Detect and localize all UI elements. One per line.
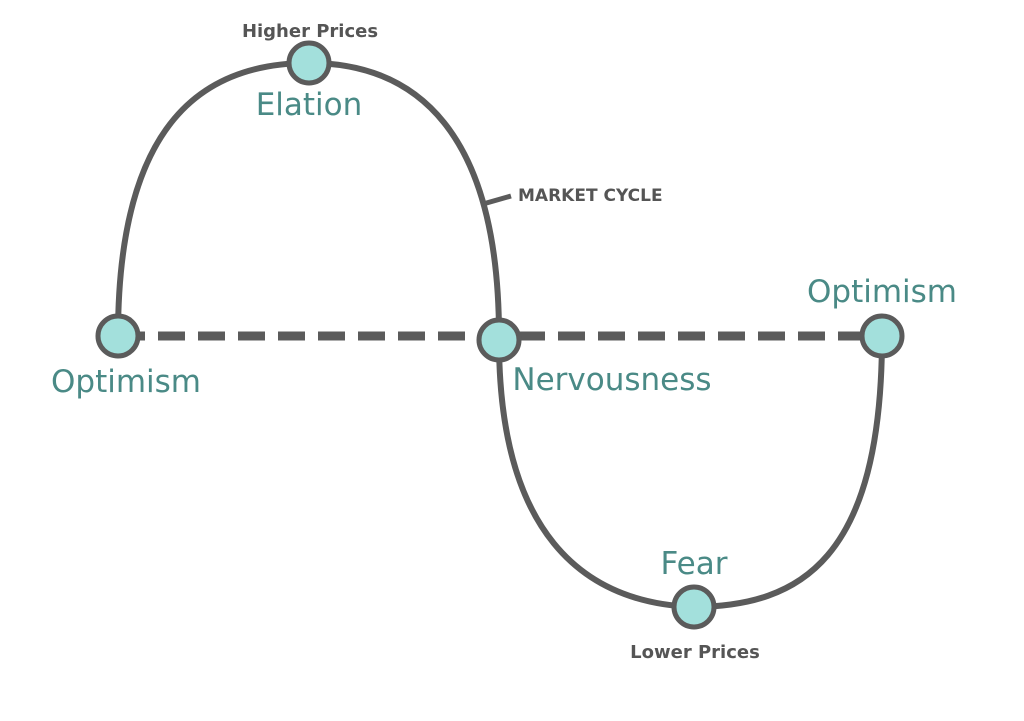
nervousness-node xyxy=(476,317,522,363)
fear-node xyxy=(671,584,717,630)
optimism-start-node xyxy=(95,313,141,359)
nervousness-label: Nervousness xyxy=(512,362,711,398)
fear-label: Fear xyxy=(661,546,728,582)
optimism-end-node xyxy=(859,313,905,359)
elation-node xyxy=(286,40,332,86)
optimism-start-label: Optimism xyxy=(51,364,201,400)
higher-prices-label: Higher Prices xyxy=(242,21,378,42)
lower-prices-label: Lower Prices xyxy=(630,642,760,663)
elation-label: Elation xyxy=(256,87,363,123)
optimism-end-label: Optimism xyxy=(807,274,957,310)
market-cycle-label: MARKET CYCLE xyxy=(518,186,663,206)
market-cycle-callout-line xyxy=(482,193,512,207)
